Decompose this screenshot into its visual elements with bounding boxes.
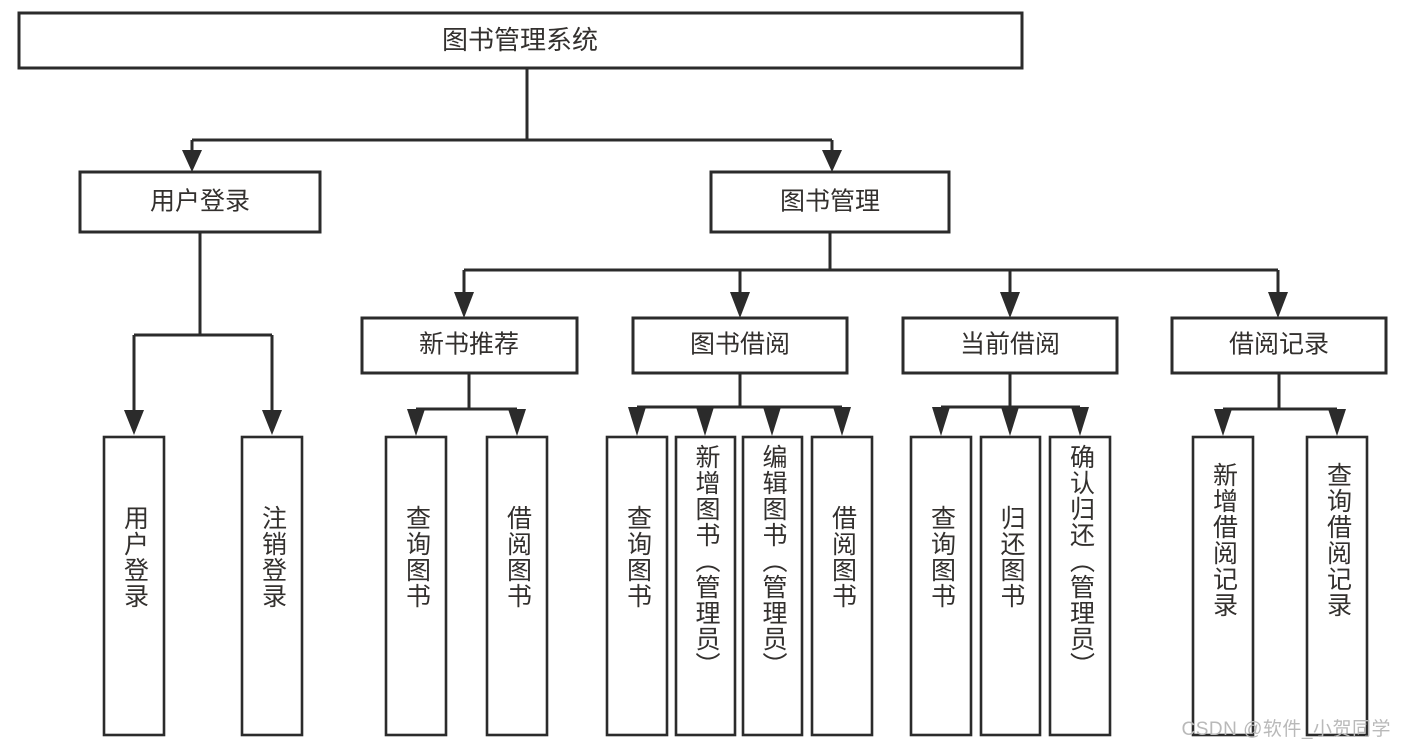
node-new-book-recommend[interactable]: 新书推荐 [360, 316, 579, 375]
node-user-login-label: 用户登录 [150, 188, 250, 216]
node-root[interactable]: 图书管理系统 [17, 11, 1024, 70]
node-book-manage-label: 图书管理 [780, 188, 880, 216]
node-book-manage[interactable]: 图书管理 [709, 170, 951, 234]
connector-root-trunk [182, 68, 842, 172]
csdn-watermark: CSDN @软件_小贺同学 [1181, 719, 1391, 740]
node-leaf-user-logout[interactable] [240, 435, 304, 737]
node-current-borrow-label: 当前借阅 [960, 331, 1060, 359]
connector-current-borrow-children [932, 373, 1089, 436]
node-leaf-add-book[interactable] [674, 435, 737, 737]
node-borrow-record-label: 借阅记录 [1229, 331, 1329, 359]
node-leaf-add-record[interactable] [1191, 435, 1255, 737]
connector-borrow-record-children [1214, 373, 1346, 436]
node-new-book-recommend-label: 新书推荐 [419, 331, 519, 359]
node-leaf-edit-book[interactable] [741, 435, 804, 737]
connector-book-borrow-children [628, 373, 851, 436]
node-leaf-query-book-1[interactable] [384, 435, 448, 737]
connector-user-login-children [124, 232, 282, 435]
node-leaf-return-book[interactable] [979, 435, 1042, 737]
node-leaf-query-record[interactable] [1305, 435, 1369, 737]
node-leaf-borrow-book-1[interactable] [485, 435, 549, 737]
connector-book-manage-children [454, 232, 1288, 318]
node-root-label: 图书管理系统 [442, 25, 598, 55]
node-leaf-query-book-2[interactable] [605, 435, 669, 737]
node-user-login[interactable]: 用户登录 [78, 170, 322, 234]
leaf-boxes [102, 435, 1369, 737]
node-leaf-query-book-3[interactable] [909, 435, 973, 737]
node-borrow-record[interactable]: 借阅记录 [1170, 316, 1388, 375]
node-book-borrow-label: 图书借阅 [690, 331, 790, 359]
node-leaf-borrow-book-2[interactable] [810, 435, 874, 737]
connector-new-book-recommend-children [407, 373, 526, 436]
node-book-borrow[interactable]: 图书借阅 [631, 316, 849, 375]
node-leaf-user-login[interactable] [102, 435, 166, 737]
node-leaf-confirm-return[interactable] [1048, 435, 1112, 737]
node-current-borrow[interactable]: 当前借阅 [901, 316, 1119, 375]
